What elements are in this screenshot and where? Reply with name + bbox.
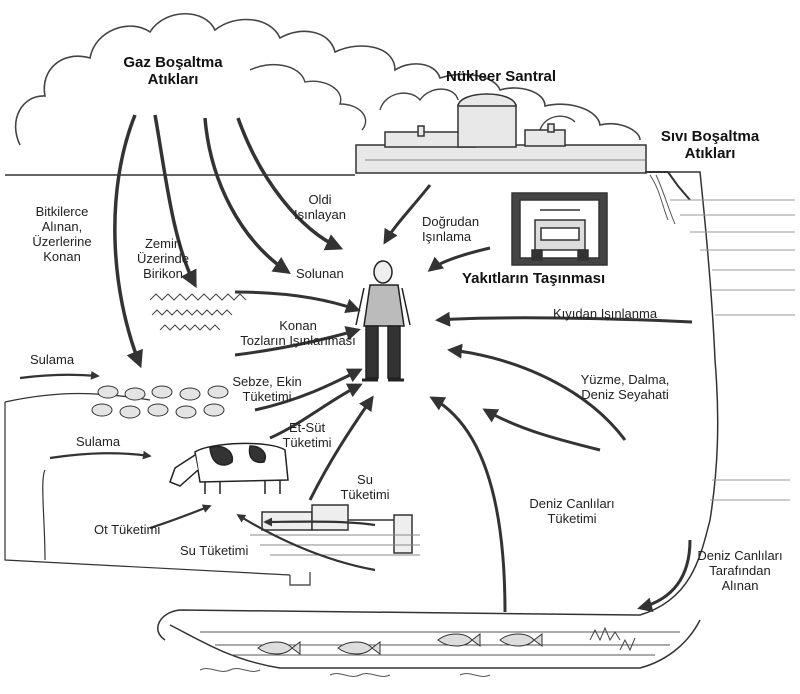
label-cloud-shine: Oldi Işınlayan — [293, 192, 347, 222]
water-station — [261, 504, 413, 554]
label-nuclear-plant: Nükleer Santral — [446, 68, 557, 85]
person-figure — [355, 260, 411, 382]
vegetables — [91, 385, 229, 419]
label-irrigation-1: Sulama — [30, 352, 75, 367]
label-grass: Ot Tüketimi — [94, 522, 161, 537]
label-plant-uptake: Bitkilerce Alınan, Üzerlerine Konan — [32, 204, 92, 264]
label-shore-radiation: Kıyıdan Işınlanma — [553, 306, 658, 321]
label-gas-emissions: Gaz Boşaltma Atıkları — [123, 54, 223, 88]
label-irrigation-2: Sulama — [76, 434, 121, 449]
label-swimming: Yüzme, Dalma, Deniz Seyahati — [580, 372, 670, 402]
label-direct-radiation: Doğrudan Işınlama — [422, 214, 480, 244]
crop-field — [149, 293, 247, 331]
label-water-2: Su Tüketimi — [180, 543, 249, 558]
label-vegetables: Sebze, Ekin Tüketimi — [232, 374, 302, 404]
label-marine-uptake: Deniz Canlıları Tarafından Alınan — [697, 548, 783, 593]
gas-pathway-arrows — [113, 114, 344, 369]
nuclear-plant-building — [355, 93, 647, 174]
smoke-cloud — [14, 12, 641, 146]
label-dust-radiation: Konan Tozların Işınlanması — [240, 318, 356, 348]
fuel-truck — [511, 192, 608, 266]
liquid-discharge-pipe — [645, 171, 691, 201]
sea-floor — [169, 619, 701, 669]
label-ground-deposit: Zemin Üzerinde Birikon — [136, 236, 190, 281]
label-meat-milk: Et-Süt Tüketimi — [282, 420, 332, 450]
label-water-1: Su Tüketimi — [340, 472, 390, 502]
cow — [169, 442, 289, 494]
exposure-arrows — [234, 184, 693, 613]
label-inhalation: Solunan — [296, 266, 344, 281]
label-fuel-transport: Yakıtların Taşınması — [462, 270, 606, 287]
label-liquid-emissions: Sıvı Boşaltma Atıkları — [660, 128, 760, 162]
fish-group — [257, 633, 543, 655]
terrain-outline — [5, 171, 719, 641]
label-seafood: Deniz Canlıları Tüketimi — [529, 496, 615, 526]
